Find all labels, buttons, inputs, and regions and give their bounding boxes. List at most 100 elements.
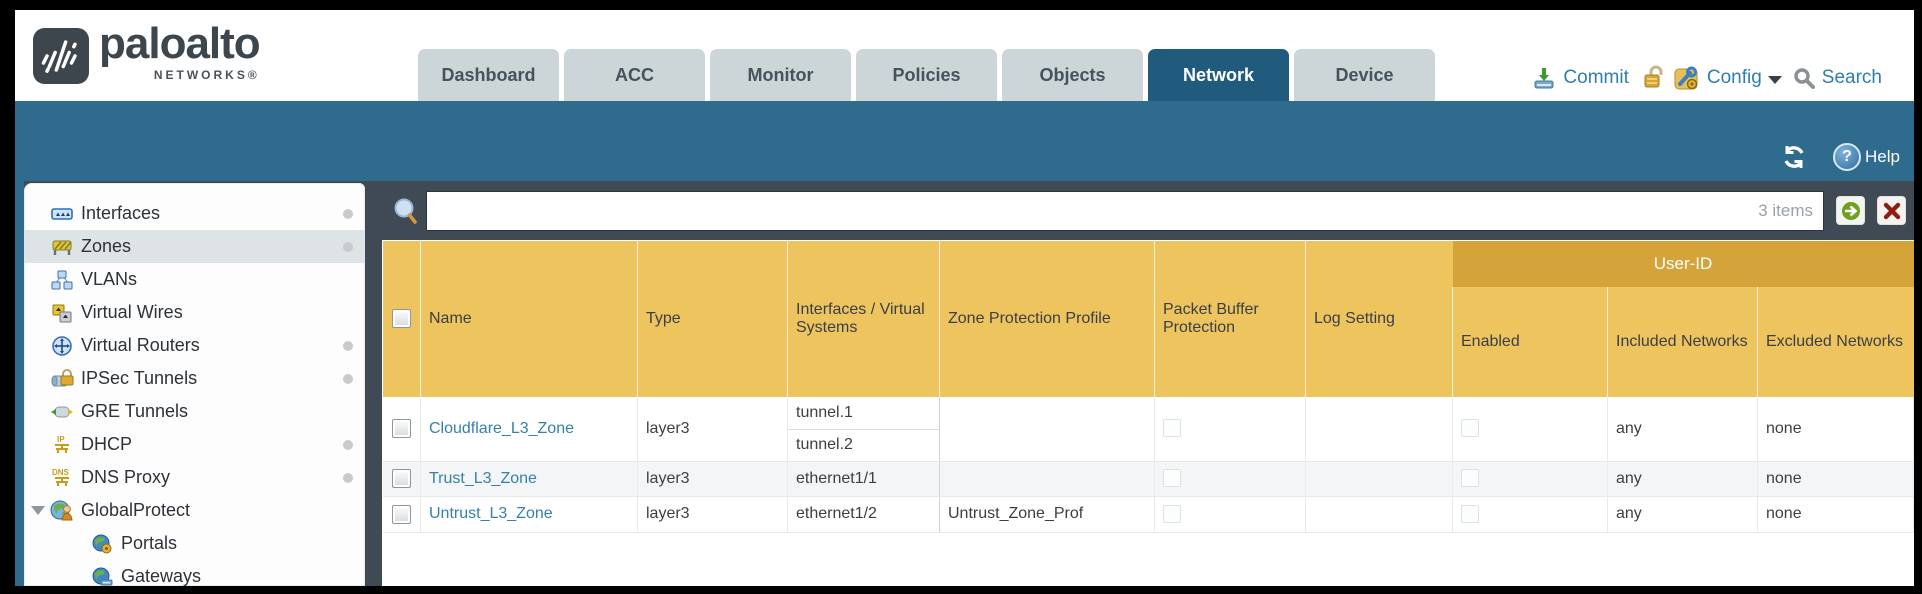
sidebar-item-zones[interactable]: Zones — [24, 230, 365, 263]
zones-icon — [50, 236, 74, 258]
paloalto-logo-icon — [33, 28, 89, 84]
status-dot — [343, 209, 353, 219]
filter-toolbar: 3 items — [382, 181, 1914, 240]
tab-dashboard[interactable]: Dashboard — [418, 49, 559, 101]
content-area: Interfaces Zones VLANs Vir — [15, 181, 1914, 586]
sidebar-item-ipsec-tunnels[interactable]: IPSec Tunnels — [24, 362, 365, 395]
paloalto-logo: paloalto NETWORKS® — [33, 22, 261, 84]
column-header-enabled[interactable]: Enabled — [1452, 286, 1608, 397]
column-header-zone-protection-profile[interactable]: Zone Protection Profile — [939, 240, 1155, 397]
tab-policies[interactable]: Policies — [856, 49, 997, 101]
status-dot — [343, 473, 353, 483]
config-dropdown-caret[interactable] — [1767, 76, 1782, 84]
zone-name-link[interactable]: Untrust_L3_Zone — [429, 505, 553, 522]
clear-filter-button[interactable] — [1877, 196, 1906, 225]
excluded-networks: none — [1757, 461, 1914, 497]
sidebar-item-dns-proxy[interactable]: DNS DNS Proxy — [24, 461, 365, 494]
zones-table-container: Name Type Interfaces / Virtual Systems Z… — [382, 240, 1914, 586]
row-checkbox[interactable] — [391, 504, 411, 524]
filter-search-icon[interactable] — [392, 197, 418, 225]
zone-interfaces: tunnel.1 tunnel.2 — [787, 396, 940, 462]
row-checkbox[interactable] — [391, 419, 411, 438]
sidebar-item-vlans[interactable]: VLANs — [24, 263, 365, 296]
sidebar-item-globalprotect[interactable]: GlobalProtect — [24, 494, 365, 527]
included-networks: any — [1607, 496, 1758, 533]
column-header-name[interactable]: Name — [420, 240, 638, 397]
column-header-type[interactable]: Type — [637, 240, 788, 397]
help-label[interactable]: Help — [1865, 147, 1900, 166]
config-icon[interactable] — [1673, 65, 1701, 91]
packet-buffer-protection-checkbox — [1163, 504, 1181, 523]
column-header-excluded-networks[interactable]: Excluded Networks — [1757, 286, 1914, 397]
search-button[interactable]: Search — [1821, 67, 1882, 88]
sidebar-item-interfaces[interactable]: Interfaces — [24, 197, 365, 230]
dns-proxy-icon: DNS — [50, 467, 74, 489]
app-window: paloalto NETWORKS® Dashboard ACC Monitor… — [15, 10, 1914, 586]
packet-buffer-protection-checkbox — [1163, 469, 1181, 488]
search-icon[interactable] — [1792, 66, 1816, 90]
filter-input[interactable]: 3 items — [426, 190, 1824, 231]
included-networks: any — [1607, 396, 1758, 462]
log-setting — [1305, 396, 1453, 462]
tab-network[interactable]: Network — [1148, 49, 1289, 101]
zone-protection-profile — [939, 461, 1155, 497]
svg-text:IP: IP — [57, 435, 65, 444]
interface-entry: ethernet1/2 — [787, 496, 940, 533]
brand-subtitle: NETWORKS® — [153, 68, 260, 82]
sidebar-item-label: Virtual Routers — [81, 335, 200, 355]
zone-name-link[interactable]: Trust_L3_Zone — [429, 469, 537, 487]
tab-device[interactable]: Device — [1294, 49, 1435, 101]
sidebar-item-label: Interfaces — [81, 203, 161, 223]
sidebar-item-label: DNS Proxy — [81, 467, 171, 487]
sidebar-item-dhcp[interactable]: IP DHCP — [24, 428, 365, 461]
row-checkbox[interactable] — [391, 469, 411, 488]
commit-icon[interactable] — [1531, 65, 1557, 91]
commit-button[interactable]: Commit — [1563, 67, 1629, 88]
expand-caret-icon[interactable] — [31, 506, 45, 515]
gre-tunnels-icon — [50, 401, 74, 423]
sidebar-item-portals[interactable]: Portals — [24, 527, 365, 560]
column-group-user-id: User-ID — [1452, 240, 1914, 287]
sidebar-item-gre-tunnels[interactable]: GRE Tunnels — [24, 395, 365, 428]
column-header-log-setting[interactable]: Log Setting — [1305, 240, 1453, 397]
status-dot — [343, 440, 353, 450]
excluded-networks: none — [1757, 496, 1914, 533]
interface-entry: ethernet1/1 — [787, 461, 940, 497]
zone-protection-profile: Untrust_Zone_Prof — [939, 496, 1155, 533]
sidebar-item-gateways[interactable]: Gateways — [24, 560, 365, 586]
column-header-included-networks[interactable]: Included Networks — [1607, 286, 1758, 397]
apply-filter-button[interactable] — [1836, 196, 1865, 225]
dhcp-icon: IP — [50, 434, 74, 456]
user-id-enabled-checkbox — [1461, 504, 1479, 523]
status-dot — [343, 341, 353, 351]
tab-acc[interactable]: ACC — [564, 49, 705, 101]
sidebar-item-label: VLANs — [81, 269, 138, 289]
ipsec-tunnels-icon — [50, 368, 74, 390]
config-button[interactable]: Config — [1706, 67, 1762, 88]
packet-buffer-protection-checkbox — [1163, 419, 1181, 438]
table-row: Cloudflare_L3_Zone layer3 tunnel.1 tunne… — [382, 396, 1914, 462]
refresh-icon[interactable] — [1781, 144, 1807, 170]
interface-entry: tunnel.1 — [788, 397, 939, 430]
user-id-enabled-checkbox — [1461, 419, 1479, 438]
excluded-networks: none — [1757, 396, 1914, 462]
tab-objects[interactable]: Objects — [1002, 49, 1143, 101]
globalprotect-icon — [50, 500, 74, 522]
zone-type: layer3 — [637, 396, 788, 462]
lock-icon[interactable] — [1641, 65, 1665, 91]
column-header-interfaces[interactable]: Interfaces / Virtual Systems — [787, 240, 940, 397]
sidebar-item-label: IPSec Tunnels — [81, 368, 198, 388]
sidebar-item-virtual-wires[interactable]: Virtual Wires — [24, 296, 365, 329]
gateways-icon — [90, 566, 114, 587]
zone-name-link[interactable]: Cloudflare_L3_Zone — [429, 419, 574, 437]
help-icon[interactable]: ? — [1833, 143, 1862, 171]
column-header-packet-buffer-protection[interactable]: Packet Buffer Protection — [1154, 240, 1306, 397]
user-id-enabled-checkbox — [1461, 469, 1479, 488]
tab-monitor[interactable]: Monitor — [710, 49, 851, 101]
zones-table: Name Type Interfaces / Virtual Systems Z… — [382, 240, 1914, 533]
sidebar-item-label: DHCP — [81, 434, 133, 454]
sidebar-item-virtual-routers[interactable]: Virtual Routers — [24, 329, 365, 362]
top-bar: paloalto NETWORKS® Dashboard ACC Monitor… — [15, 10, 1914, 101]
select-all-checkbox[interactable] — [392, 309, 411, 329]
log-setting — [1305, 461, 1453, 497]
